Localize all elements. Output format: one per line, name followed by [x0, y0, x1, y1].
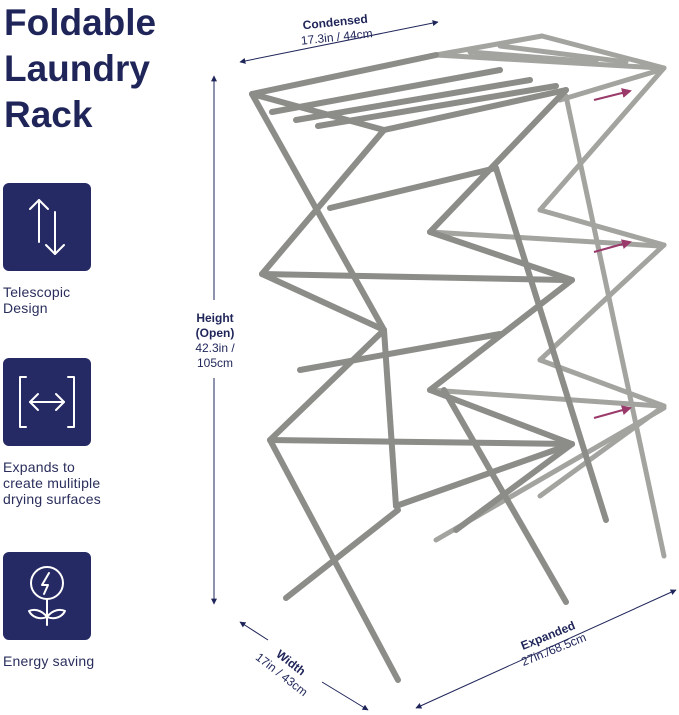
expansion-arrows [593, 88, 632, 419]
feature-label: Telescopic Design [3, 284, 153, 316]
expansion-arrow-bottom [593, 405, 632, 419]
rack-frame [249, 33, 667, 683]
feature-tile [3, 358, 91, 446]
dimension-title: Height [196, 311, 234, 325]
dimension-value: 105cm [196, 356, 234, 370]
width-dimension-line [239, 621, 269, 641]
feature-label-line: drying surfaces [3, 491, 101, 507]
feature-label-line: Energy saving [3, 653, 95, 669]
feature-label-line: Design [3, 300, 48, 316]
dimension-lines [211, 20, 677, 711]
expanded-dimension-line [415, 589, 677, 709]
title-line-2: Laundry [4, 48, 150, 89]
condensed-dimension-line [239, 20, 439, 64]
feature-label-line: Expands to [3, 459, 76, 475]
title-line-3: Rack [4, 94, 93, 135]
feature-label: Energy saving [3, 653, 153, 669]
feature-tile [3, 183, 91, 271]
feature-telescopic: Telescopic Design [3, 183, 153, 316]
height-dimension-label: Height (Open) 42.3in / 105cm [182, 311, 248, 371]
dimension-title: (Open) [195, 326, 235, 340]
feature-label-line: Telescopic [3, 284, 71, 300]
feature-label-line: create mulitiple [3, 475, 101, 491]
telescopic-arrows-icon [29, 199, 65, 255]
width-dimension-line-lower [321, 681, 369, 711]
expansion-arrow-top [593, 88, 632, 101]
dimension-value: 42.3in / [195, 341, 235, 355]
feature-label: Expands to create mulitiple drying surfa… [3, 459, 153, 507]
expand-arrows-icon [19, 376, 75, 428]
feature-energy: Energy saving [3, 552, 153, 669]
feature-tile [3, 552, 91, 640]
title-line-1: Foldable [4, 2, 157, 43]
expansion-arrow-middle [593, 239, 632, 253]
feature-expands: Expands to create mulitiple drying surfa… [3, 358, 153, 507]
energy-bulb-icon [28, 566, 66, 626]
page-title: Foldable Laundry Rack [4, 0, 204, 138]
